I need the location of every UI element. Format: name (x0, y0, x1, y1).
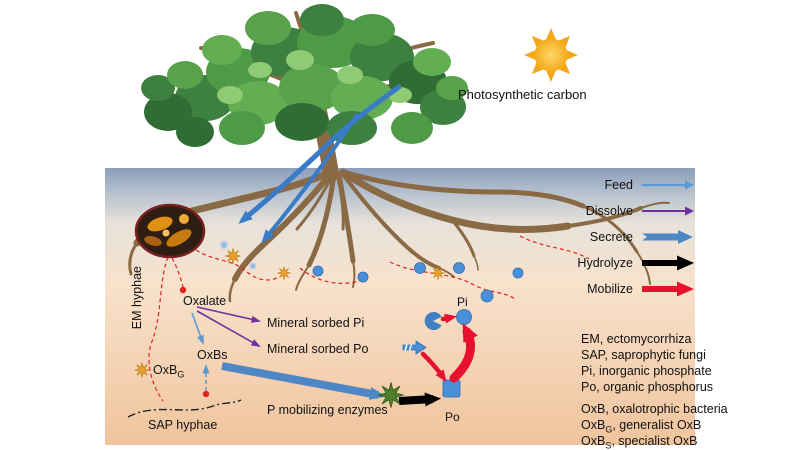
legend-item-dissolve: Dissolve (574, 200, 696, 221)
definition-line: OxBG, generalist OxB (581, 417, 728, 435)
definition-line: EM, ectomycorrhiza (581, 332, 692, 346)
definitions-group-1: EM, ectomycorrhiza SAP, saprophytic fung… (581, 331, 728, 395)
pi-pool-circle (456, 309, 472, 325)
oxb-star-icon (224, 247, 242, 265)
oxbs-label: OxBs (197, 348, 228, 362)
fungal-mat (134, 203, 206, 259)
secrete-arrow-icon (642, 229, 693, 244)
mobilize-arrows (420, 313, 478, 383)
mineral-sorbed-po-shape (402, 340, 427, 355)
def-pre: OxB (581, 402, 606, 416)
oxb-star-icon (134, 362, 150, 378)
oxb-star-icon (277, 266, 291, 280)
hyphal-sparkle-icon (218, 239, 230, 251)
legend-label-secrete: Secrete (589, 229, 633, 244)
sap-hyphae-line (127, 399, 242, 418)
em-hyphae-label: EM hyphae (130, 266, 144, 330)
oxalate-dot (179, 286, 187, 294)
p-mobilizing-enzymes-label: P mobilizing enzymes (267, 403, 388, 417)
oxbg-label-sub: G (177, 369, 185, 380)
legend-label-hydrolyze: Hydrolyze (577, 255, 633, 270)
hydrolyze-arrow-icon (642, 255, 694, 270)
hyphal-sparkle-icon (248, 261, 258, 271)
sap-hyphae-label: SAP hyphae (148, 418, 218, 432)
def-sub: G (605, 424, 613, 435)
dissolve-arrow-pi (196, 306, 261, 323)
feed-trunk-arrows (238, 84, 402, 244)
dissolve-arrow-po (196, 310, 261, 347)
mineral-sorbed-pi-label: Mineral sorbed Pi (267, 316, 365, 330)
def-post: , specialist OxB (611, 434, 698, 448)
mineral-sorbed-po-label: Mineral sorbed Po (267, 342, 369, 356)
po-pool-square (442, 379, 461, 398)
definition-line: OxB, oxalotrophic bacteria (581, 401, 728, 417)
legend-label-dissolve: Dissolve (585, 203, 633, 218)
definition-line: Po, organic phosphorus (581, 380, 714, 394)
tree-canopy (141, 4, 468, 147)
abbreviation-definitions: EM, ectomycorrhiza SAP, saprophytic fung… (581, 331, 728, 450)
mineral-sorbed-pi-shape (424, 311, 442, 330)
legend-item-secrete: Secrete (574, 226, 696, 247)
secrete-arrow (221, 362, 386, 400)
oxbg-label: OxBG (153, 363, 185, 380)
def-post: , generalist OxB (612, 418, 702, 432)
em-hyphae-lines (148, 235, 590, 402)
legend-item-hydrolyze: Hydrolyze (574, 252, 696, 273)
legend-item-mobilize: Mobilize (574, 278, 696, 299)
oxalate-label: Oxalate (183, 294, 227, 308)
photosynthetic-carbon-label: Photosynthetic carbon (458, 87, 587, 102)
legend-item-feed: Feed (574, 174, 696, 195)
def-post: , oxalotrophic bacteria (605, 402, 728, 416)
legend: Feed Dissolve Secrete Hydrolyze (574, 174, 696, 299)
feed-arrow-icon (642, 180, 694, 189)
oxb-star-icon (431, 266, 445, 280)
definitions-group-2: OxB, oxalotrophic bacteria OxBG, general… (581, 401, 728, 450)
definition-line: Pi, inorganic phosphate (581, 364, 712, 378)
sap-dot (202, 390, 210, 398)
def-pre: OxB (581, 434, 606, 448)
pi-label: Pi (457, 295, 468, 309)
definition-line: SAP, saprophytic fungi (581, 348, 706, 362)
legend-label-mobilize: Mobilize (587, 281, 633, 296)
legend-label-feed: Feed (604, 177, 634, 192)
hydrolyze-arrow (398, 392, 441, 407)
def-pre: OxB (581, 418, 606, 432)
feed-arrow-oxalate-oxb (191, 312, 204, 345)
po-label: Po (445, 410, 460, 424)
definition-line: OxBS, specialist OxB (581, 433, 728, 450)
pi-particles (312, 262, 524, 303)
mobilize-arrow-icon (642, 281, 694, 296)
sun-icon (524, 28, 578, 82)
def-sub: S (605, 440, 612, 450)
dissolve-arrow-icon (642, 206, 694, 215)
oxbg-label-pre: OxB (153, 363, 178, 377)
